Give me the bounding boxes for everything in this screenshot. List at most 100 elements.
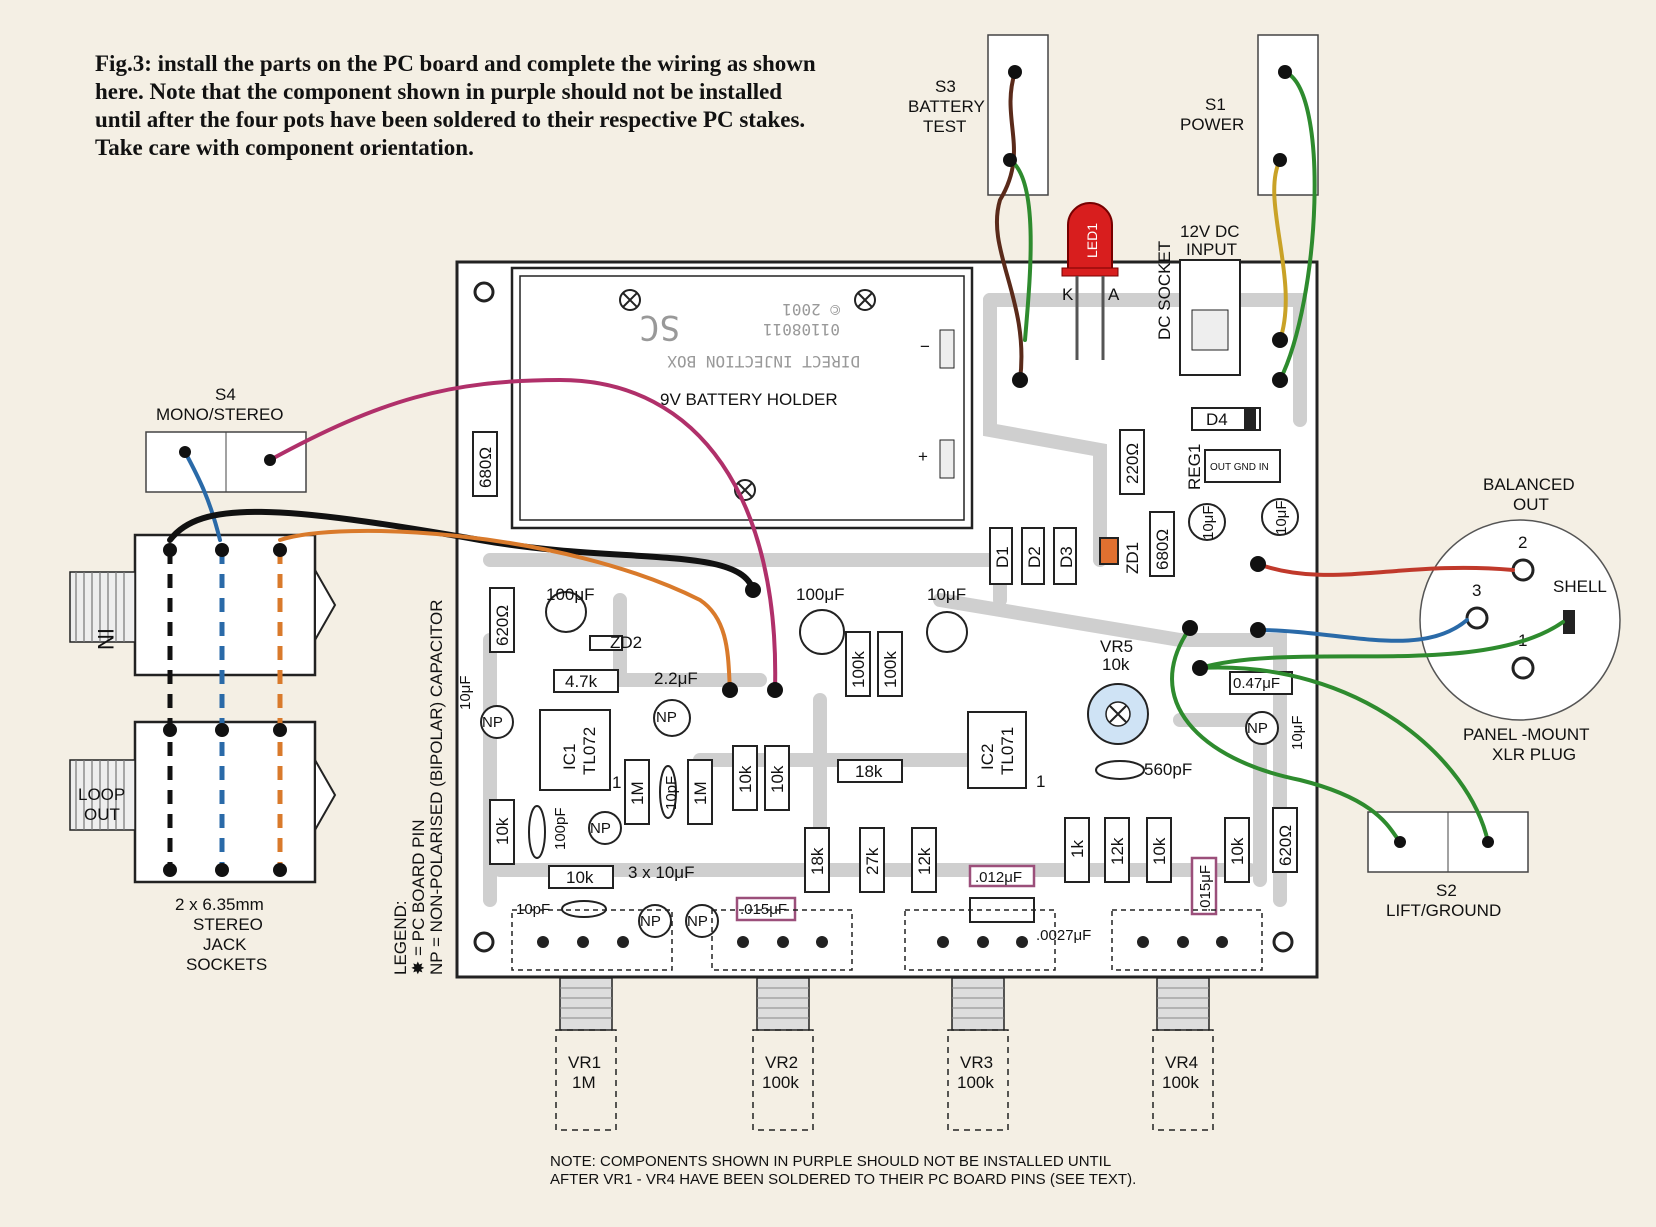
c015a-label: .015μF: [740, 901, 787, 918]
pot-footprints: [511, 909, 1263, 971]
solder-joints: [163, 65, 1494, 877]
note-line-1: NOTE: COMPONENTS SHOWN IN PURPLE SHOULD …: [550, 1153, 1111, 1170]
c10p-vertical: [659, 765, 677, 819]
jack-loop-out[interactable]: [133, 720, 317, 884]
d3: [1053, 527, 1077, 585]
battery-minus-label: −: [920, 337, 930, 356]
np-cap-1-label: NP: [482, 714, 503, 731]
s4-id: S4: [215, 385, 236, 404]
s1-name: POWER: [1180, 115, 1244, 134]
zd1: [1099, 537, 1119, 565]
jack-loop-label-2: OUT: [84, 805, 120, 824]
jack-desc-3: JACK: [203, 935, 247, 954]
r10kd: [764, 745, 790, 811]
wire-green-shell: [1198, 620, 1565, 670]
battery-terminal-plus: [939, 439, 955, 479]
wire-purple: [268, 377, 778, 692]
wire-blue-xlr: [1256, 618, 1469, 643]
r10ka: [489, 799, 515, 865]
battery-plus-label: +: [918, 447, 928, 466]
ic2-name: IC2: [978, 744, 997, 770]
mounting-holes: [473, 281, 1294, 953]
c10a: [926, 611, 968, 653]
dc-socket-label: DC SOCKET: [1155, 241, 1174, 340]
xlr-pin3-label: 3: [1472, 581, 1481, 600]
zd2-label: ZD2: [610, 633, 642, 652]
jack-desc-4: SOCKETS: [186, 955, 267, 974]
jack-loop-label-1: LOOP: [78, 785, 125, 804]
c10-right-2-label: 10μF: [1273, 501, 1290, 536]
c10v-label: 10μF: [457, 676, 474, 711]
r620b-label: 620Ω: [1276, 825, 1295, 866]
r12ka: [911, 827, 937, 893]
r18ka-label: 18k: [855, 762, 883, 781]
r680b: [1149, 511, 1175, 577]
r27k-label: 27k: [863, 847, 882, 875]
np-cap-2-label: NP: [590, 820, 611, 837]
hookup-wires: [167, 70, 1565, 844]
zd2: [589, 635, 623, 651]
r1ma: [624, 759, 650, 825]
led-a-label: A: [1108, 285, 1120, 304]
s3-name: BATTERY: [908, 97, 985, 116]
jack-in[interactable]: [133, 533, 317, 677]
ic1-type: TL072: [580, 727, 599, 775]
r10kb: [548, 865, 614, 889]
wire-orange: [278, 528, 732, 692]
c012: [968, 864, 1036, 888]
xlr-pin-2: [1511, 558, 1535, 582]
r4k7: [553, 669, 619, 693]
diode-group: D1 D2 D3 ZD1: [989, 527, 1142, 585]
wire-green-s3: [1008, 158, 1033, 342]
pot-shafts: [555, 977, 1214, 1131]
c10a-label: 10μF: [927, 585, 966, 604]
np-cap-5: [1245, 711, 1279, 745]
pc-board-pins: [537, 936, 1228, 948]
s2-id: S2: [1436, 881, 1457, 900]
s4-name: MONO/STEREO: [156, 405, 284, 424]
d2-label: D2: [1025, 546, 1044, 568]
d1: [989, 527, 1013, 585]
led1: [1067, 202, 1113, 271]
board-logo: SC: [639, 307, 680, 347]
c015a: [735, 896, 797, 922]
figure-caption: Fig.3: install the parts on the PC board…: [95, 51, 816, 160]
jack-desc-2: STEREO: [193, 915, 263, 934]
vr1-name: VR1: [568, 1053, 601, 1072]
zd1-label: ZD1: [1123, 542, 1142, 574]
s3-id: S3: [935, 77, 956, 96]
r620a: [489, 587, 515, 653]
c10v2-label: 10μF: [1289, 716, 1306, 751]
d4-label: D4: [1206, 410, 1228, 429]
jack-internal-wires: [167, 550, 283, 870]
d2: [1021, 527, 1045, 585]
c22: [653, 699, 691, 737]
r4k7-label: 4.7k: [565, 672, 598, 691]
c100p-label: 100pF: [552, 807, 569, 850]
dc-socket: [1179, 259, 1241, 376]
r100kb-label: 100k: [881, 651, 900, 688]
xlr-shell-tab: [1563, 610, 1575, 634]
c100b: [799, 609, 845, 655]
ic1-name: IC1: [560, 744, 579, 770]
ic1-pin1: 1: [612, 773, 621, 792]
r1k: [1064, 817, 1090, 883]
xlr-plug[interactable]: [1419, 519, 1621, 721]
led1-label: LED1: [1084, 223, 1100, 258]
r100kb: [877, 631, 903, 697]
r680a: [472, 431, 498, 497]
r12ka-label: 12k: [915, 847, 934, 875]
r10kf: [1224, 817, 1250, 883]
r220-label: 220Ω: [1123, 443, 1142, 484]
vr4-value: 100k: [1162, 1073, 1199, 1092]
c10p-label: 10pF: [663, 776, 680, 810]
r1ma-label: 1M: [628, 781, 647, 805]
jack-desc-1: 2 x 6.35mm: [175, 895, 264, 914]
board-code: 01108011: [763, 320, 840, 339]
xlr-pin-3: [1465, 606, 1489, 630]
wire-brown: [994, 70, 1024, 382]
r100ka-label: 100k: [849, 651, 868, 688]
r1k-label: 1k: [1068, 840, 1087, 858]
c22-label: 2.2μF: [654, 669, 698, 688]
r220: [1119, 429, 1145, 495]
